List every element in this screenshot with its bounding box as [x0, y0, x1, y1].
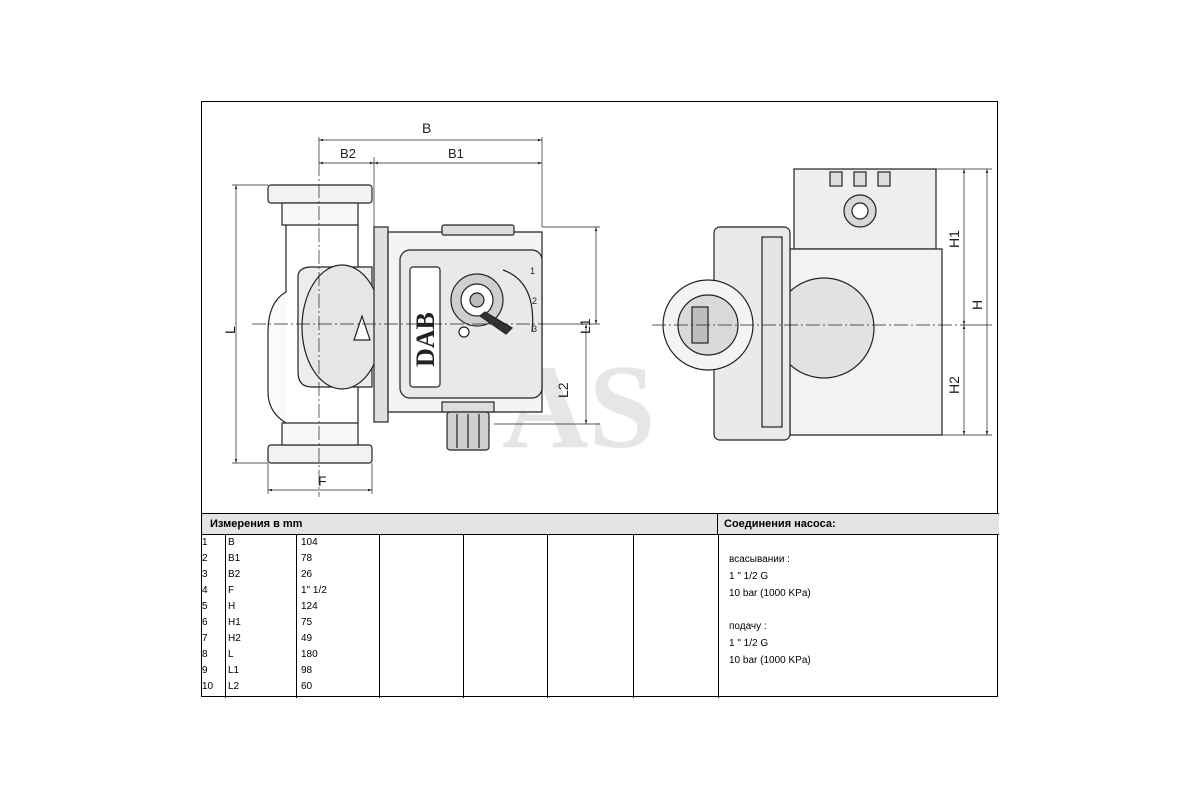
specifications-table: Измерения в mm Соединения насоса: 1 B 10… — [202, 513, 999, 698]
dim-label-L: L — [222, 326, 238, 334]
column-divider — [718, 535, 719, 698]
row-value: 78 — [301, 553, 313, 564]
row-index: 3 — [202, 569, 208, 580]
drawing-sheet: AS — [201, 101, 999, 698]
speed-mark-2: 2 — [532, 296, 537, 306]
row-index: 1 — [202, 537, 208, 548]
row-index: 8 — [202, 649, 208, 660]
row-value: 98 — [301, 665, 313, 676]
column-divider — [379, 535, 380, 698]
row-code: F — [228, 585, 235, 596]
dim-label-H1: H1 — [946, 230, 962, 248]
side-view-dimension-labels: H H1 H2 — [946, 230, 985, 394]
dim-label-L1: L1 — [577, 318, 593, 334]
dim-label-L2: L2 — [555, 382, 571, 398]
dim-label-H2: H2 — [946, 376, 962, 394]
row-value: 1" 1/2 — [301, 585, 327, 596]
column-divider — [225, 535, 226, 698]
suction-thread: 1 " 1/2 G — [729, 571, 769, 582]
brand-logo-text: DAB — [411, 312, 440, 367]
row-index: 4 — [202, 585, 208, 596]
row-index: 5 — [202, 601, 208, 612]
discharge-label: подачу : — [729, 621, 767, 632]
row-index: 6 — [202, 617, 208, 628]
row-value: 60 — [301, 681, 313, 692]
row-code: B1 — [228, 553, 241, 564]
dim-label-B2: B2 — [340, 146, 356, 161]
suction-label: всасывании : — [729, 554, 790, 565]
speed-mark-1: 1 — [530, 266, 535, 276]
side-view-dimensions — [936, 168, 992, 436]
row-index: 10 — [202, 681, 214, 692]
row-index: 7 — [202, 633, 208, 644]
dim-label-B: B — [422, 120, 431, 136]
dim-label-F: F — [318, 473, 327, 489]
dimensions-header: Измерения в mm — [202, 514, 718, 535]
row-code: L2 — [228, 681, 240, 692]
row-code: H — [228, 601, 236, 612]
column-divider — [296, 535, 297, 698]
side-view — [652, 168, 972, 441]
discharge-pressure: 10 bar (1000 KPa) — [729, 655, 811, 666]
front-view-dimension-labels: B B2 B1 F L L1 L2 — [222, 120, 593, 489]
row-index: 9 — [202, 665, 208, 676]
column-divider — [547, 535, 548, 698]
speed-mark-3: 3 — [532, 324, 537, 334]
row-value: 26 — [301, 569, 313, 580]
row-code: L1 — [228, 665, 240, 676]
discharge-thread: 1 " 1/2 G — [729, 638, 769, 649]
row-value: 75 — [301, 617, 313, 628]
technical-drawing: AS — [202, 102, 999, 513]
row-code: B2 — [228, 569, 241, 580]
row-code: L — [228, 649, 234, 660]
column-divider — [463, 535, 464, 698]
front-view: DAB 1 2 3 — [252, 162, 552, 497]
row-code: H1 — [228, 617, 241, 628]
connections-header: Соединения насоса: — [718, 514, 999, 535]
connections-info: всасывании : 1 " 1/2 G 10 bar (1000 KPa)… — [729, 535, 811, 669]
front-view-dimensions — [232, 137, 600, 494]
row-value: 49 — [301, 633, 313, 644]
row-index: 2 — [202, 553, 208, 564]
dim-label-B1: B1 — [448, 146, 464, 161]
dim-label-H: H — [969, 300, 985, 310]
row-code: H2 — [228, 633, 241, 644]
row-value: 104 — [301, 537, 318, 548]
suction-pressure: 10 bar (1000 KPa) — [729, 588, 811, 599]
row-value: 180 — [301, 649, 318, 660]
column-divider — [633, 535, 634, 698]
row-code: B — [228, 537, 235, 548]
row-value: 124 — [301, 601, 318, 612]
